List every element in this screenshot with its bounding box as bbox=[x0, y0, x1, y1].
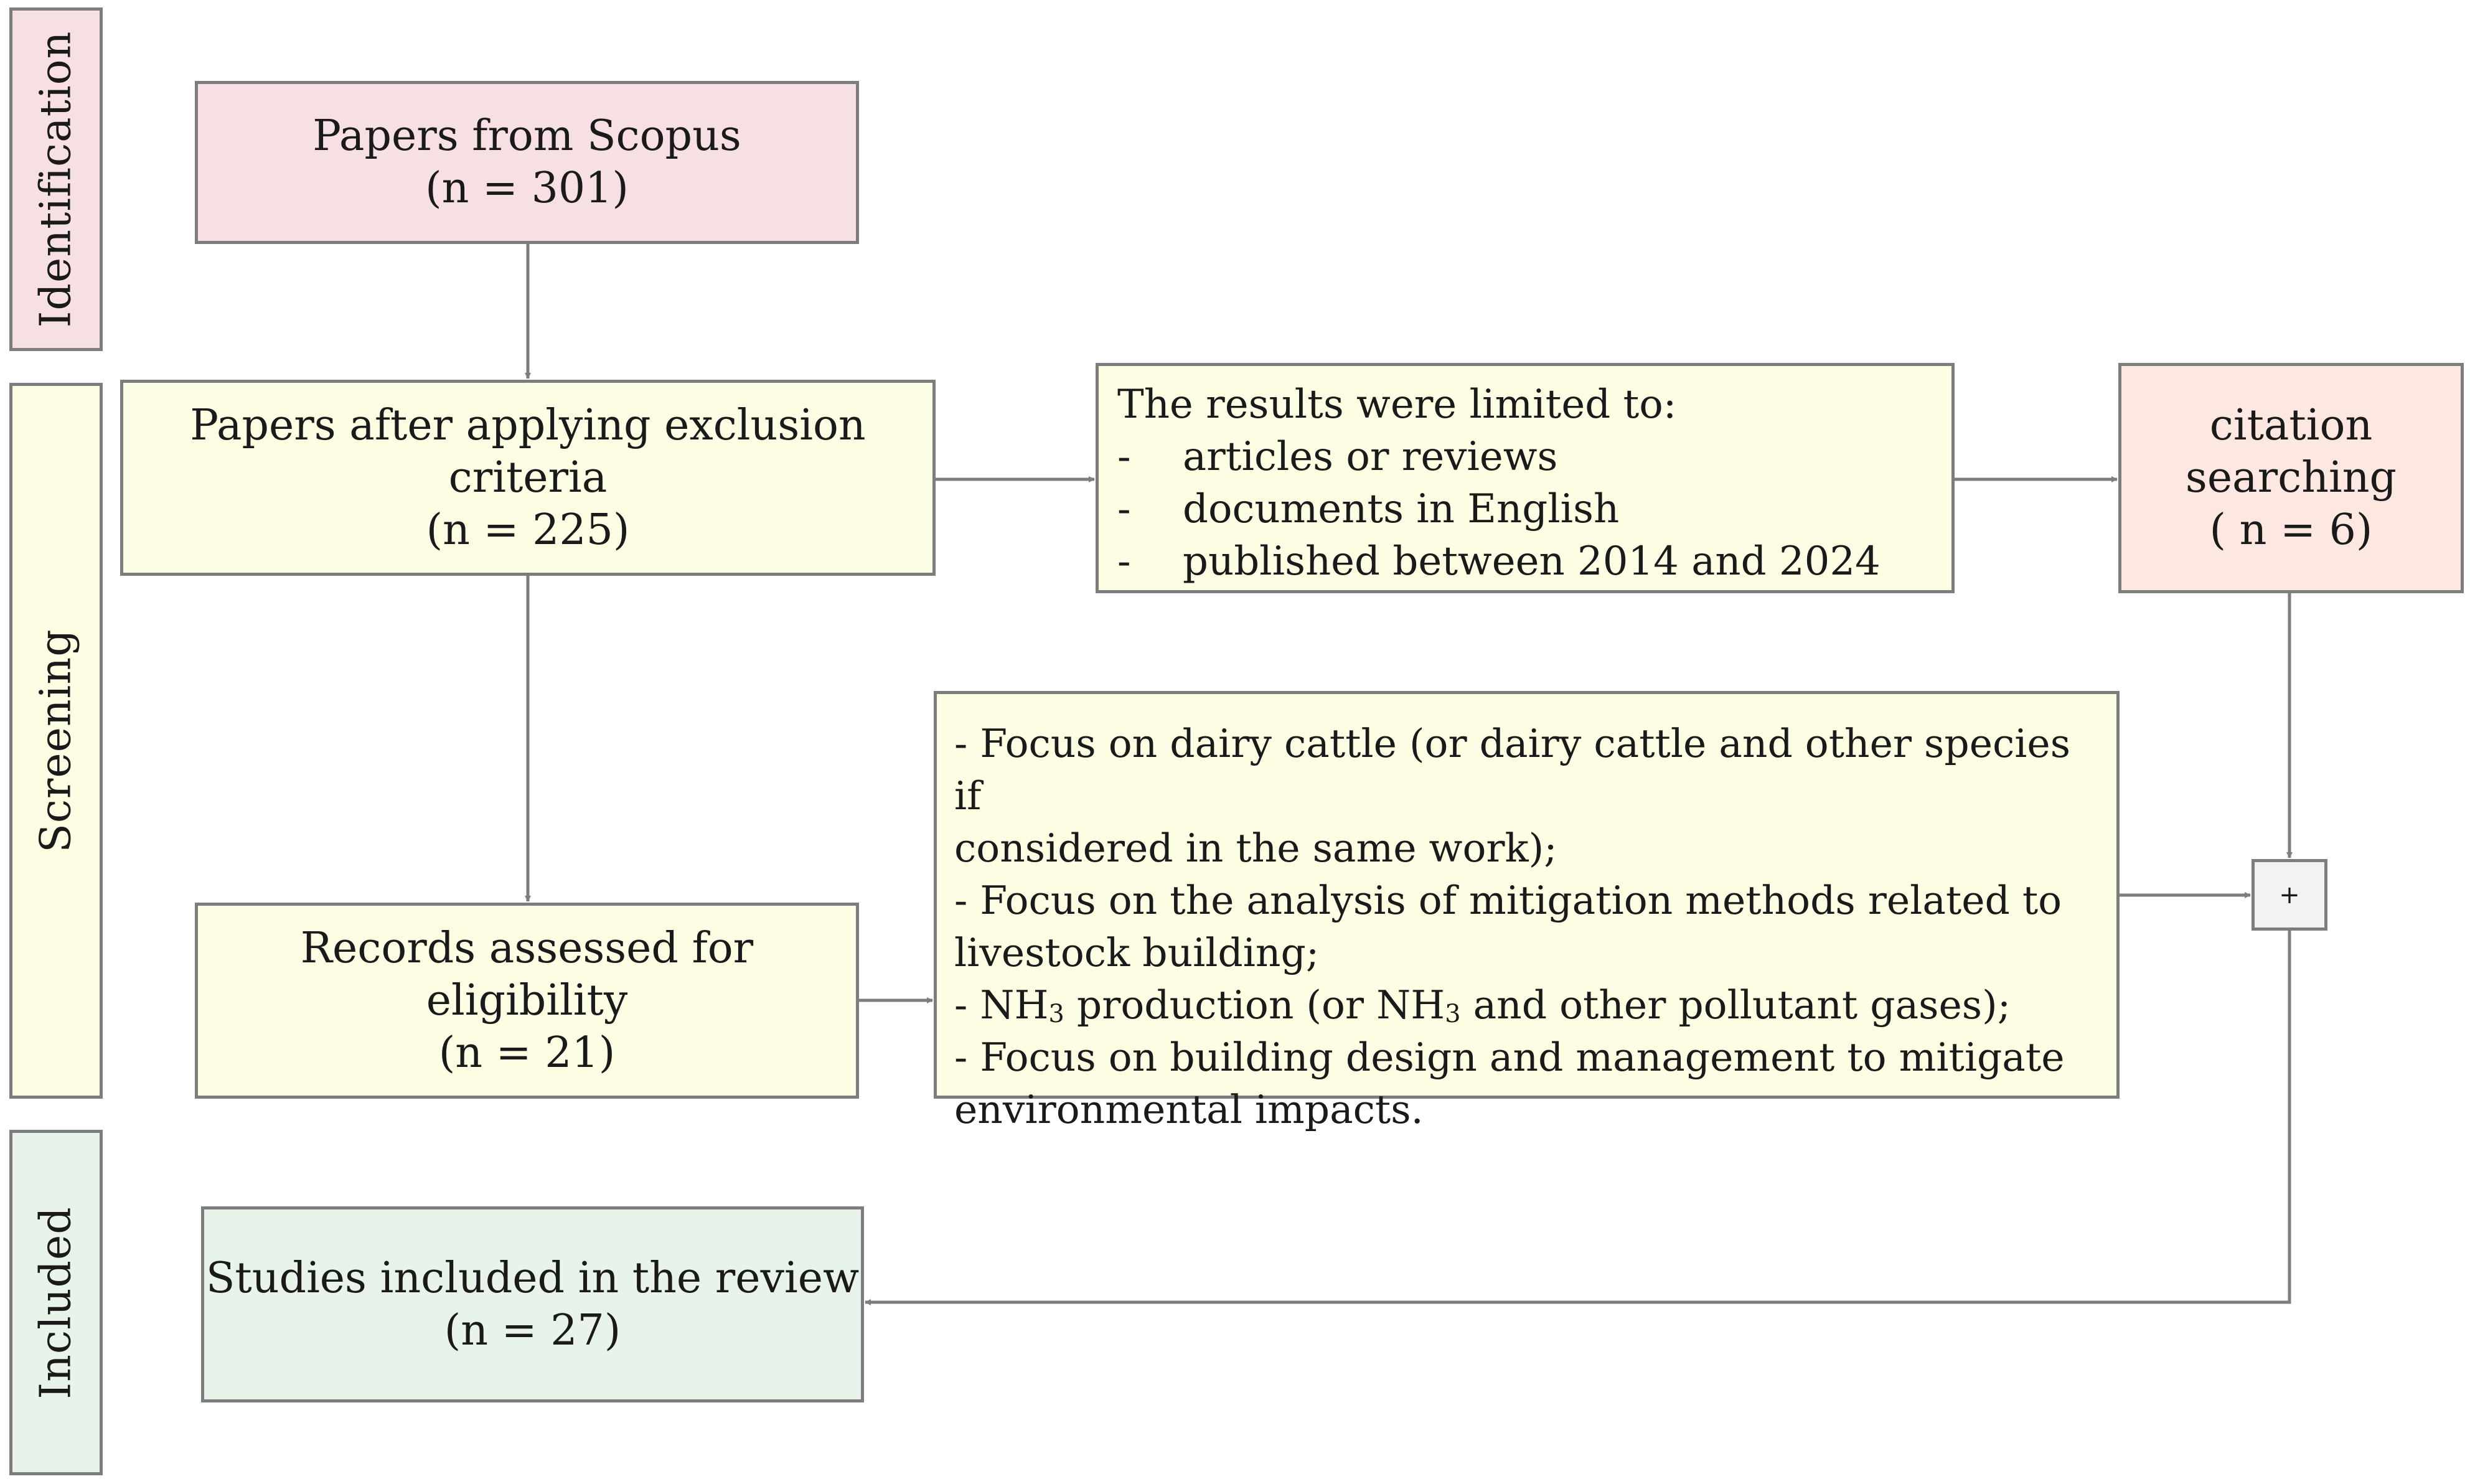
criteria-line: livestock building; bbox=[954, 930, 1320, 975]
subscript: 3 bbox=[1048, 1000, 1064, 1028]
box-results-limited: The results were limited to: - articles … bbox=[1096, 363, 1955, 593]
criteria-line: environmental impacts. bbox=[954, 1087, 1424, 1132]
subscript: 3 bbox=[1445, 1000, 1461, 1028]
box-records-assessed-title: Records assessed for eligibility bbox=[300, 923, 754, 1025]
list-item: - documents in English bbox=[1117, 483, 1933, 535]
box-studies-included-title: Studies included in the review bbox=[205, 1253, 860, 1303]
criteria-text: and other pollutant gases); bbox=[1460, 982, 2011, 1028]
box-records-assessed: Records assessed for eligibility (n = 21… bbox=[195, 903, 859, 1099]
stage-screening: Screening bbox=[9, 383, 103, 1099]
box-studies-included-count: (n = 27) bbox=[444, 1305, 621, 1355]
box-results-limited-heading: The results were limited to: bbox=[1117, 382, 1677, 428]
criteria-line: considered in the same work); bbox=[954, 825, 1557, 871]
box-papers-from-scopus: Papers from Scopus (n = 301) bbox=[195, 81, 859, 244]
criteria-line: - Focus on dairy cattle (or dairy cattle… bbox=[954, 721, 2071, 819]
box-citation-searching-line2: searching bbox=[2185, 453, 2397, 502]
box-papers-after-exclusion: Papers after applying exclusion criteria… bbox=[120, 380, 936, 576]
criteria-line: - Focus on the analysis of mitigation me… bbox=[954, 878, 2062, 923]
list-item-text: published between 2014 and 2024 bbox=[1183, 538, 1881, 585]
box-records-assessed-count: (n = 21) bbox=[438, 1028, 616, 1078]
plus-icon: + bbox=[2279, 880, 2300, 909]
box-papers-after-exclusion-count: (n = 225) bbox=[426, 505, 630, 555]
stage-identification: Identification bbox=[9, 7, 103, 351]
list-item-text: documents in English bbox=[1183, 486, 1620, 532]
box-citation-searching-line1: citation bbox=[2209, 401, 2373, 450]
stage-included: Included bbox=[9, 1130, 103, 1475]
criteria-text: production (or NH bbox=[1064, 982, 1445, 1028]
list-bullet: - bbox=[1117, 486, 1131, 532]
list-item-text: articles or reviews bbox=[1183, 434, 1558, 480]
box-citation-searching-count: ( n = 6) bbox=[2209, 505, 2373, 555]
list-bullet: - bbox=[1117, 538, 1131, 585]
box-studies-included: Studies included in the review (n = 27) bbox=[201, 1206, 864, 1402]
list-item: - articles or reviews bbox=[1117, 431, 1933, 483]
criteria-text: - NH bbox=[954, 982, 1049, 1028]
box-citation-searching: citation searching ( n = 6) bbox=[2118, 363, 2464, 593]
list-bullet: - bbox=[1117, 434, 1131, 480]
box-papers-after-exclusion-title: Papers after applying exclusion criteria bbox=[190, 400, 866, 502]
box-papers-from-scopus-title: Papers from Scopus bbox=[312, 111, 741, 161]
box-papers-from-scopus-count: (n = 301) bbox=[425, 164, 629, 213]
box-eligibility-criteria: - Focus on dairy cattle (or dairy cattle… bbox=[934, 691, 2120, 1132]
criteria-line-nh3: - NH3 production (or NH3 and other pollu… bbox=[954, 979, 2099, 1031]
merge-node: + bbox=[2252, 859, 2327, 931]
criteria-line: - Focus on building design and managemen… bbox=[954, 1035, 2065, 1080]
list-item: - published between 2014 and 2024 bbox=[1117, 535, 1933, 588]
arrow-merge-to-included bbox=[865, 931, 2291, 1305]
